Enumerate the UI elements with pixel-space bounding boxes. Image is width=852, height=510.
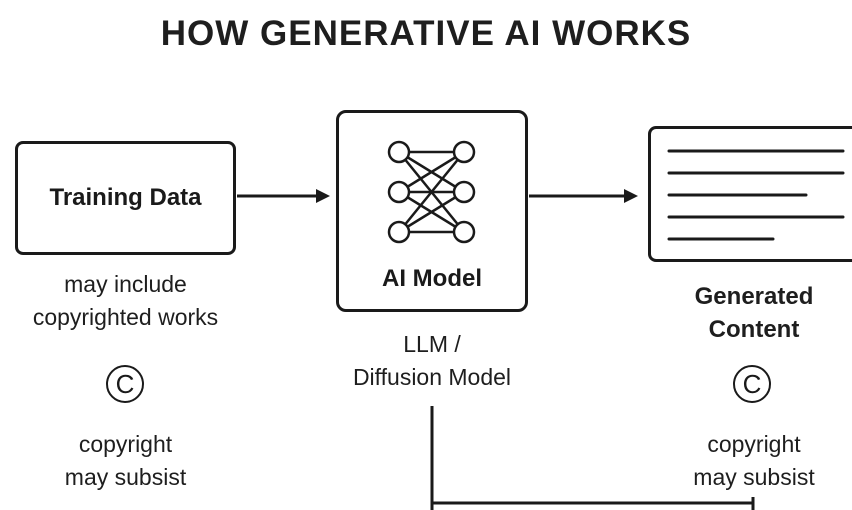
training-copyright-icon: C: [106, 365, 144, 403]
training-data-note: may include copyrighted works: [15, 268, 236, 334]
training-data-note-line2: copyrighted works: [32, 304, 219, 330]
neural-network-icon: [387, 140, 476, 244]
ai-model-note: LLM / Diffusion Model: [318, 328, 546, 394]
diagram-title: HOW GENERATIVE AI WORKS: [160, 14, 692, 53]
ai-model-note-line2: Diffusion Model: [352, 364, 512, 390]
ai-model-box: AI Model: [336, 110, 528, 312]
generated-content-box: [648, 126, 852, 262]
arrow-training-to-model: [237, 189, 330, 203]
training-data-label: Training Data: [49, 184, 202, 211]
training-data-box: Training Data: [15, 141, 236, 255]
generated-content-label-line2: Content: [708, 316, 800, 343]
document-lines-icon: [667, 149, 845, 241]
ai-model-note-line1: LLM /: [403, 331, 461, 357]
arrow-model-to-content: [529, 189, 638, 203]
feedback-connector: [430, 406, 755, 510]
generated-content-label-line1: Generated: [694, 283, 814, 310]
content-copyright-line2: may subsist: [693, 464, 815, 490]
content-copyright-icon: C: [733, 365, 771, 403]
training-data-note-line1: may include: [64, 271, 187, 297]
generated-content-label: Generated Content: [640, 280, 852, 346]
training-copyright-line1: copyright: [78, 431, 173, 457]
training-copyright-line2: may subsist: [64, 464, 187, 490]
ai-model-label: AI Model: [382, 265, 482, 292]
training-copyright-note: copyright may subsist: [15, 428, 236, 494]
content-copyright-line1: copyright: [707, 431, 801, 457]
content-copyright-note: copyright may subsist: [640, 428, 852, 494]
